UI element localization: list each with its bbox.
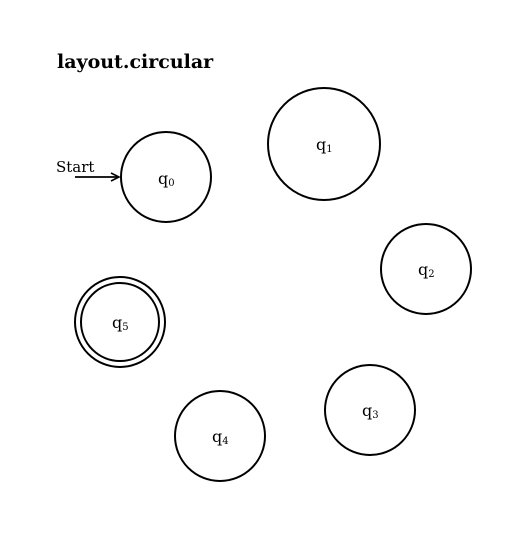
state-subscript: 3 — [372, 410, 378, 421]
svg-text:q1: q1 — [316, 135, 333, 155]
start-arrow: Start — [56, 158, 119, 177]
state-q1[interactable]: q1 — [267, 87, 381, 201]
state-label: q — [418, 260, 428, 279]
state-q4[interactable]: q4 — [174, 390, 266, 482]
svg-text:q2: q2 — [418, 260, 435, 280]
state-label: q — [112, 313, 122, 332]
state-label: q — [158, 169, 168, 188]
svg-text:q5: q5 — [112, 313, 129, 333]
state-subscript: 4 — [222, 436, 228, 447]
state-label: q — [316, 135, 326, 154]
state-subscript: 2 — [428, 269, 434, 280]
state-q2[interactable]: q2 — [380, 223, 472, 315]
state-q5[interactable]: q5 — [74, 276, 166, 368]
state-subscript: 1 — [326, 144, 332, 155]
state-subscript: 5 — [122, 322, 128, 333]
svg-text:q0: q0 — [158, 169, 175, 189]
state-subscript: 0 — [168, 178, 174, 189]
state-label: q — [212, 427, 222, 446]
state-q3[interactable]: q3 — [324, 364, 416, 456]
state-q0[interactable]: q0 — [120, 131, 212, 223]
diagram-title: layout.circular — [57, 51, 214, 73]
state-label: q — [362, 401, 372, 420]
start-label: Start — [56, 158, 94, 176]
svg-text:q3: q3 — [362, 401, 379, 421]
svg-text:q4: q4 — [212, 427, 229, 447]
